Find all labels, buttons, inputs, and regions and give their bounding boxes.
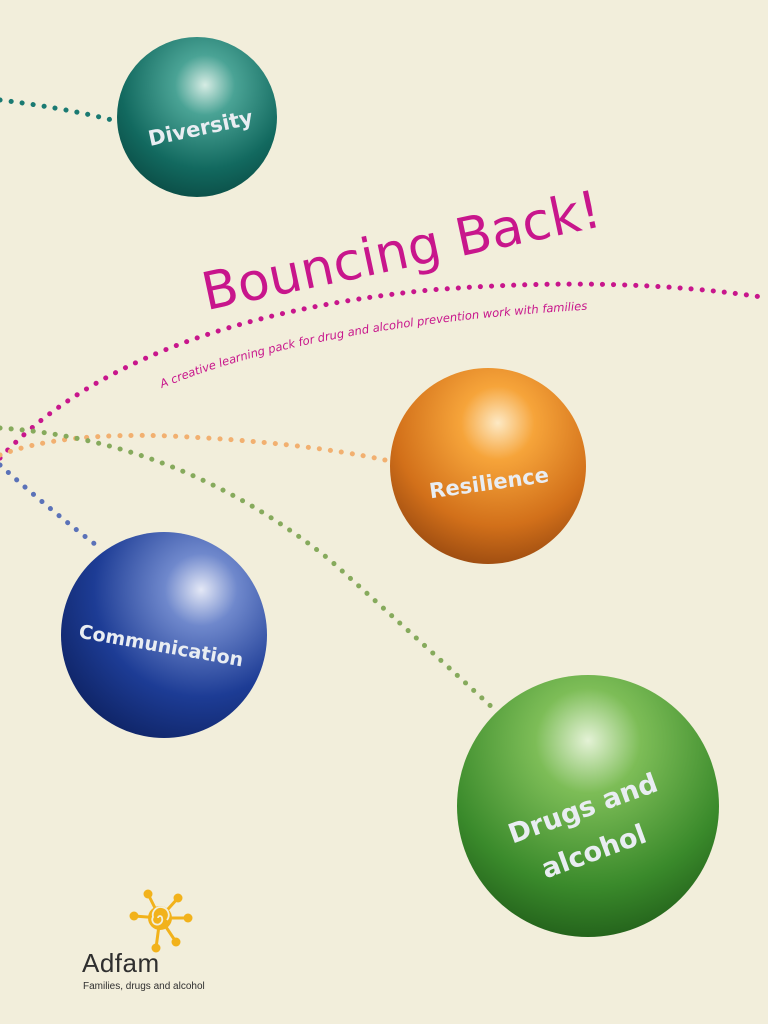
resilience-ball: Resilience bbox=[390, 368, 586, 564]
drugs-trajectory bbox=[0, 425, 498, 713]
cover-title: Bouncing Back! bbox=[197, 180, 607, 323]
diversity-ball: Diversity bbox=[117, 37, 277, 197]
drugs-alcohol-ball: Drugs and alcohol bbox=[457, 675, 719, 937]
logo-name: Adfam bbox=[82, 948, 160, 978]
resilience-trajectory bbox=[0, 432, 388, 463]
sun-spiral-icon bbox=[129, 889, 193, 953]
title-trajectory bbox=[0, 281, 768, 461]
communication-trajectory bbox=[0, 462, 103, 551]
communication-ball: Communication bbox=[61, 532, 267, 738]
logo-tagline: Families, drugs and alcohol bbox=[83, 981, 205, 992]
diversity-trajectory bbox=[0, 97, 133, 128]
adfam-logo: Adfam Families, drugs and alcohol bbox=[82, 888, 222, 998]
